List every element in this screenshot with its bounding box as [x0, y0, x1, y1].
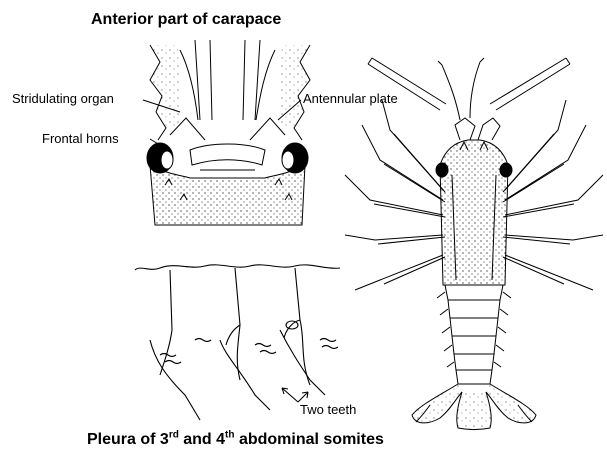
anterior-carapace-drawing	[143, 40, 310, 225]
lobster-drawing	[345, 58, 603, 430]
pleura-drawing	[135, 265, 340, 420]
